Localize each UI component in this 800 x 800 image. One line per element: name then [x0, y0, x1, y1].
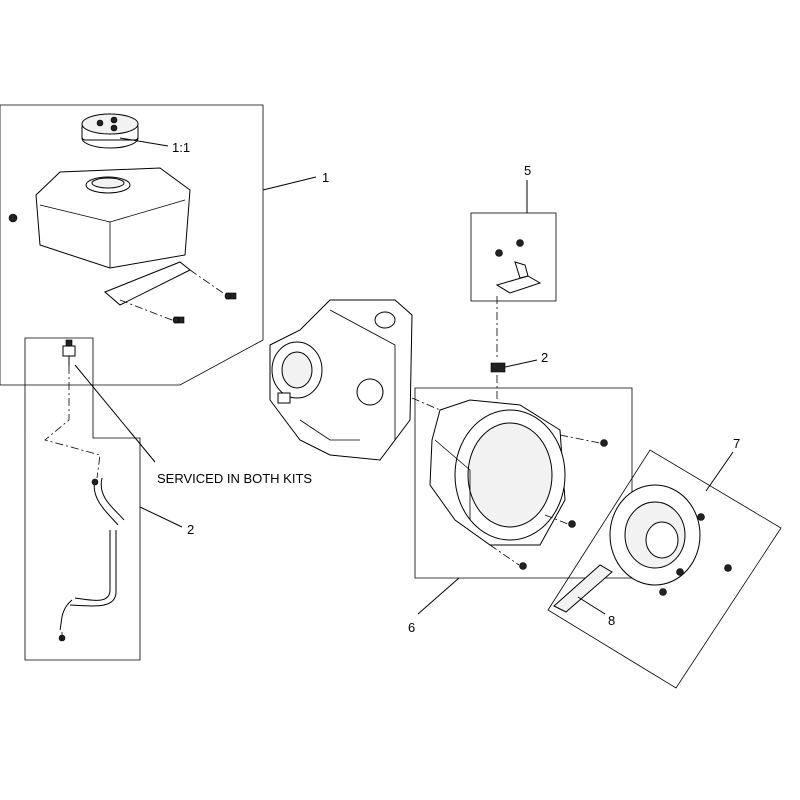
bolt-icon: [600, 439, 608, 447]
callout-8: 8: [608, 613, 615, 628]
callout-5: 5: [524, 163, 531, 178]
bolt-icon: [676, 568, 684, 576]
engine-crankcase: [269, 299, 413, 461]
fuel-tank: [35, 167, 191, 269]
bolt-icon: [697, 513, 705, 521]
recoil-starter: [609, 484, 701, 586]
callout-6: 6: [408, 620, 415, 635]
bolt-icon: [495, 249, 503, 257]
bolt-icon: [724, 564, 732, 572]
kit-7-boundary: [547, 449, 782, 689]
bolt-icon: [568, 520, 576, 528]
fuel-valve: [62, 339, 76, 366]
bolt-icon: [224, 292, 237, 300]
fuel-line: [58, 477, 125, 642]
bolt-icon: [659, 588, 667, 596]
serviced-note: SERVICED IN BOTH KITS: [157, 471, 312, 486]
bolt-icon: [8, 213, 18, 223]
kit-5-boundary: [470, 212, 557, 302]
callout-1-1: 1:1: [172, 140, 190, 155]
tank-bracket: [104, 261, 191, 306]
blower-housing: [429, 399, 566, 546]
callout-2-left: 2: [187, 522, 194, 537]
bolt-icon: [172, 316, 185, 324]
clip-part: [490, 362, 506, 373]
bracket-part: [495, 261, 542, 294]
bolt-icon: [516, 239, 524, 247]
kit-2-boundary: [24, 337, 141, 661]
fuel-cap: [81, 113, 139, 149]
kit-1-boundary: [0, 104, 264, 386]
callout-2-right: 2: [541, 350, 548, 365]
callout-7: 7: [733, 436, 740, 451]
callout-1: 1: [322, 170, 329, 185]
bolt-icon: [519, 562, 527, 570]
starter-handle: [553, 564, 613, 613]
